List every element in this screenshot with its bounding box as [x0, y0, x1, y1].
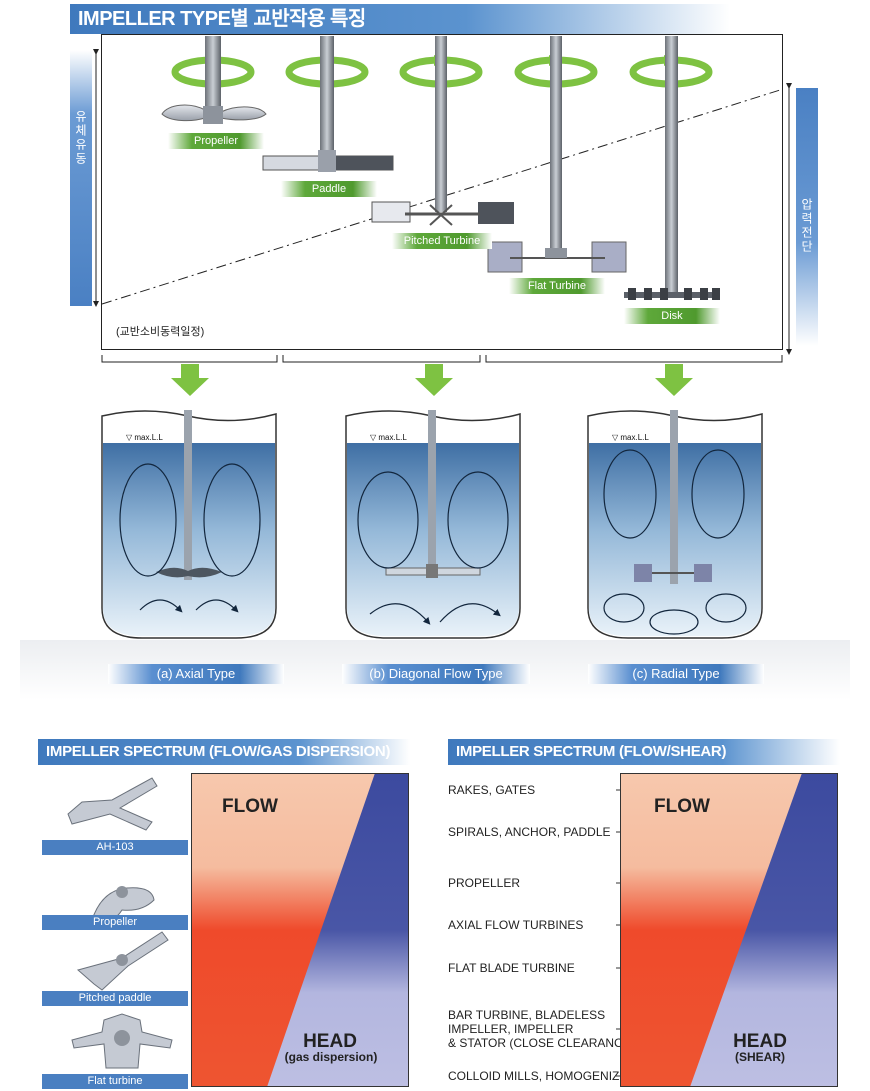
shear-item-axial-flow: AXIAL FLOW TURBINES	[448, 918, 584, 932]
shear-item-rakes: RAKES, GATES	[448, 783, 536, 797]
shear-item-stator: & STATOR (CLOSE CLEARANCE)	[448, 1036, 635, 1050]
impeller-label-paddle: Paddle	[281, 181, 377, 197]
shear-item-flat-blade: FLAT BLADE TURBINE	[448, 961, 575, 975]
page-title: IMPELLER TYPE별 교반작용 특징	[70, 4, 730, 34]
svg-text:▽ max.L.L: ▽ max.L.L	[612, 433, 649, 442]
tank-radial: ▽ max.L.L	[587, 410, 763, 639]
pressure-shear-label: 압력전단	[799, 198, 814, 254]
tank-diagrams: ▽ max.L.L ▽ max.L.L ▽ max.L.L	[101, 410, 763, 639]
radial-type-label: (c) Radial Type	[588, 664, 764, 684]
power-note: (교반소비동력일정)	[116, 326, 205, 338]
svg-text:▽ max.L.L: ▽ max.L.L	[370, 433, 407, 442]
shear-item-bar-turbine: BAR TURBINE, BLADELESS	[448, 1008, 606, 1022]
spectrum-gas-head-sub: (gas dispersion)	[284, 1050, 378, 1064]
diagonal-flow-type-label: (b) Diagonal Flow Type	[342, 664, 530, 684]
tank-axial: ▽ max.L.L	[101, 410, 277, 639]
spectrum-gas-impeller-ah103: AH-103	[42, 840, 188, 855]
svg-text:▽ max.L.L: ▽ max.L.L	[126, 433, 163, 442]
shear-item-impeller: IMPELLER, IMPELLER	[448, 1022, 574, 1036]
spectrum-shear-flow-label: FLOW	[654, 796, 710, 817]
spectrum-gas-impeller-images	[67, 777, 173, 1069]
fluid-flow-axis: 유체유동	[70, 50, 92, 306]
shear-item-propeller: PROPELLER	[448, 876, 521, 890]
spectrum-gas-title: IMPELLER SPECTRUM (FLOW/GAS DISPERSION)	[38, 739, 410, 765]
pressure-shear-axis: 압력전단	[796, 88, 818, 346]
spectrum-gas-impeller-propeller: Propeller	[42, 915, 188, 930]
impeller-label-propeller: Propeller	[168, 133, 264, 149]
spectrum-gas-chart	[191, 773, 409, 1087]
impeller-label-pitched-turbine: Pitched Turbine	[392, 233, 492, 249]
spectrum-shear-title: IMPELLER SPECTRUM (FLOW/SHEAR)	[448, 739, 840, 765]
tank-diagonal: ▽ max.L.L	[345, 410, 521, 639]
spectrum-gas-flow-label: FLOW	[222, 796, 278, 817]
shear-item-colloid: COLLOID MILLS, HOMOGENIZER	[448, 1069, 637, 1083]
impeller-label-disk: Disk	[624, 308, 720, 324]
impeller-comparison-frame	[101, 34, 783, 350]
spectrum-gas-impeller-pitched-paddle: Pitched paddle	[42, 991, 188, 1006]
shear-item-spirals: SPIRALS, ANCHOR, PADDLE	[448, 825, 611, 839]
spectrum-shear-chart	[620, 773, 838, 1087]
spectrum-shear-head-label: HEAD	[733, 1031, 787, 1052]
down-arrows	[171, 364, 693, 396]
spectrum-shear-head-sub: (SHEAR)	[735, 1050, 785, 1064]
axial-type-label: (a) Axial Type	[108, 664, 284, 684]
spectrum-gas-impeller-flat-turbine: Flat turbine	[42, 1074, 188, 1089]
impeller-label-flat-turbine: Flat Turbine	[509, 278, 605, 294]
fluid-flow-label: 유체유동	[73, 110, 88, 166]
spectrum-gas-head-label: HEAD	[303, 1031, 357, 1052]
impeller-drawings	[161, 36, 720, 300]
